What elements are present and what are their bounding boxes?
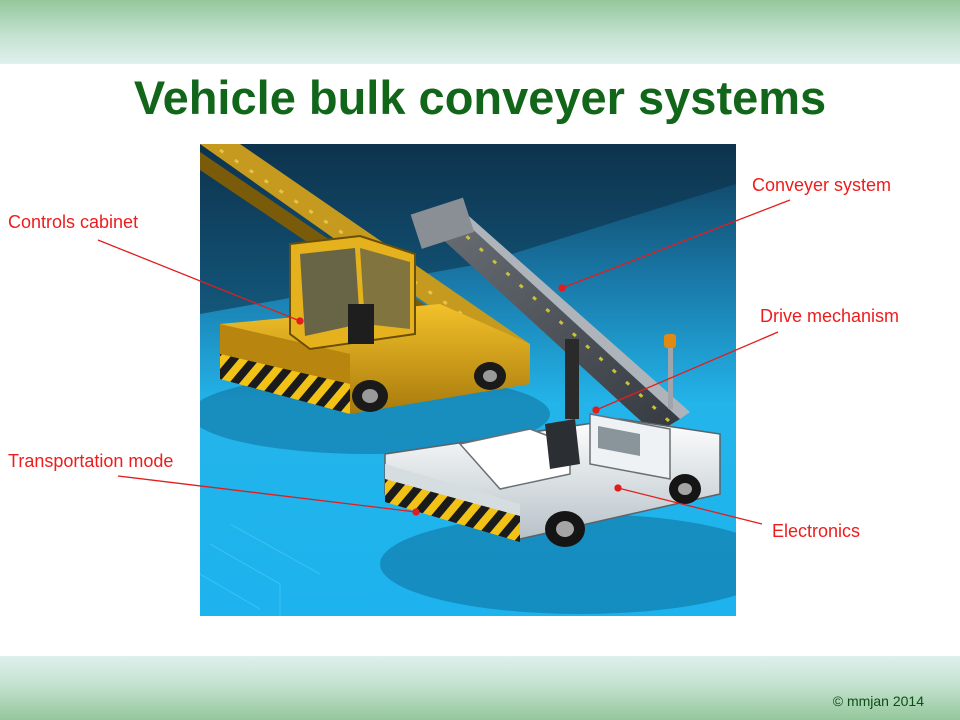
label-conveyer-system: Conveyer system xyxy=(752,175,892,195)
conveyor-vehicles-illustration xyxy=(200,144,736,616)
copyright-text: © mmjan 2014 xyxy=(832,693,924,709)
slide-title: Vehicle bulk conveyer systems xyxy=(133,71,827,124)
footer-band xyxy=(0,656,960,720)
label-transportation-mode: Transportation mode xyxy=(8,451,174,471)
header-band xyxy=(0,0,960,64)
label-controls-cabinet: Controls cabinet xyxy=(8,212,139,232)
label-drive-mechanism: Drive mechanism xyxy=(760,306,900,326)
label-electronics: Electronics xyxy=(772,521,861,541)
